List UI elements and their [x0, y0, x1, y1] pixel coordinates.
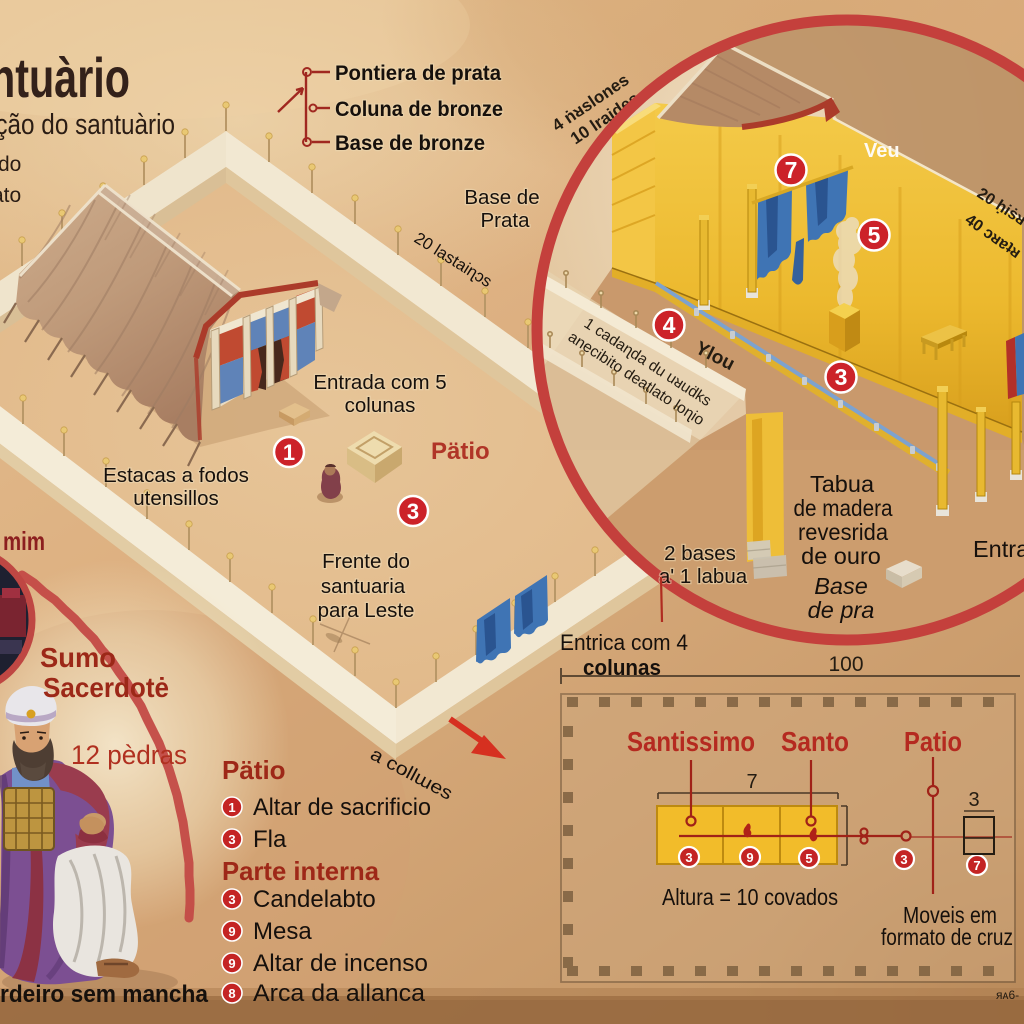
- svg-text:5: 5: [805, 851, 812, 866]
- svg-text:8: 8: [228, 986, 235, 1001]
- svg-text:Candelabto: Candelabto: [253, 886, 376, 913]
- svg-text:ição do santuàrio: ição do santuàrio: [0, 109, 175, 141]
- svg-text:santuaria: santuaria: [321, 575, 406, 598]
- svg-text:Coluna de bronze: Coluna de bronze: [335, 97, 503, 121]
- svg-text:1: 1: [228, 800, 235, 815]
- svg-text:de pra: de pra: [808, 597, 875, 623]
- svg-text:Base de: Base de: [464, 186, 539, 209]
- svg-text:de ouro: de ouro: [801, 543, 881, 569]
- svg-text:colunas: colunas: [345, 394, 416, 417]
- svg-text:5: 5: [868, 222, 881, 248]
- svg-text:2 bases: 2 bases: [664, 542, 736, 565]
- svg-text:Santissimo: Santissimo: [627, 726, 755, 757]
- svg-text:ᴙᴀ6-: ᴙᴀ6-: [996, 988, 1019, 1002]
- svg-text:12 pèdras: 12 pèdras: [71, 740, 187, 770]
- svg-text:Pätio: Pätio: [431, 438, 490, 465]
- svg-text:Prata: Prata: [481, 209, 531, 232]
- svg-text:1: 1: [283, 440, 295, 465]
- svg-text:Parte interna: Parte interna: [222, 856, 380, 886]
- svg-text:Patio: Patio: [904, 726, 962, 757]
- svg-text:Base: Base: [814, 573, 868, 599]
- svg-text:Altar de incenso: Altar de incenso: [253, 950, 428, 977]
- svg-text:ato: ato: [0, 184, 21, 207]
- svg-text:rdeiro sem mancha: rdeiro sem mancha: [0, 981, 209, 1008]
- svg-text:9: 9: [228, 956, 235, 971]
- svg-text:Estacas a fodos: Estacas a fodos: [103, 464, 249, 487]
- svg-text:3: 3: [835, 364, 848, 390]
- svg-text:Mesa: Mesa: [253, 918, 312, 945]
- svg-text:3: 3: [900, 852, 907, 867]
- svg-text:Altar de sacrificio: Altar de sacrificio: [253, 794, 431, 821]
- svg-text:do: do: [0, 153, 21, 176]
- svg-text:3: 3: [228, 892, 235, 907]
- svg-text:Entrica com 4: Entrica com 4: [560, 630, 688, 655]
- svg-text:3: 3: [407, 499, 419, 524]
- svg-text:7: 7: [973, 858, 980, 873]
- svg-text:Fla: Fla: [253, 826, 287, 853]
- svg-text:7: 7: [746, 771, 757, 793]
- svg-text:Moveis em: Moveis em: [903, 902, 997, 928]
- svg-text:Altura = 10 covados: Altura = 10 covados: [662, 884, 838, 910]
- svg-text:Pontiera de prata: Pontiera de prata: [335, 61, 502, 85]
- svg-text:3: 3: [968, 789, 979, 811]
- svg-text:Frente do: Frente do: [322, 550, 410, 573]
- svg-text:4: 4: [663, 312, 676, 338]
- svg-text:a' 1 labua: a' 1 labua: [659, 565, 748, 588]
- svg-text:ntuàrio: ntuàrio: [0, 46, 130, 109]
- svg-text:3: 3: [685, 850, 692, 865]
- svg-text:9: 9: [228, 924, 235, 939]
- svg-text:7: 7: [785, 157, 798, 183]
- svg-text:Sumo: Sumo: [40, 642, 116, 673]
- svg-text:de madera: de madera: [794, 495, 894, 521]
- svg-text:utensillos: utensillos: [133, 487, 218, 510]
- svg-text:para Leste: para Leste: [318, 599, 415, 622]
- svg-text:Tabua: Tabua: [810, 471, 875, 497]
- svg-text:Arca da allanca: Arca da allanca: [253, 980, 426, 1007]
- svg-text:Veu: Veu: [864, 140, 900, 162]
- svg-text:Base de bronze: Base de bronze: [335, 131, 485, 155]
- svg-text:revesrida: revesrida: [798, 519, 889, 545]
- svg-text:100: 100: [828, 653, 863, 676]
- svg-text:9: 9: [746, 850, 753, 865]
- svg-text:mim: mim: [3, 526, 45, 556]
- svg-text:Entrada com 5: Entrada com 5: [313, 371, 446, 394]
- svg-text:Santo: Santo: [781, 726, 849, 757]
- svg-text:3: 3: [228, 832, 235, 847]
- svg-text:Entra: Entra: [973, 536, 1024, 562]
- svg-text:Pätio: Pätio: [222, 755, 286, 785]
- svg-text:Sacerdotė: Sacerdotė: [43, 672, 169, 703]
- svg-text:formato de cruz: formato de cruz: [881, 924, 1013, 950]
